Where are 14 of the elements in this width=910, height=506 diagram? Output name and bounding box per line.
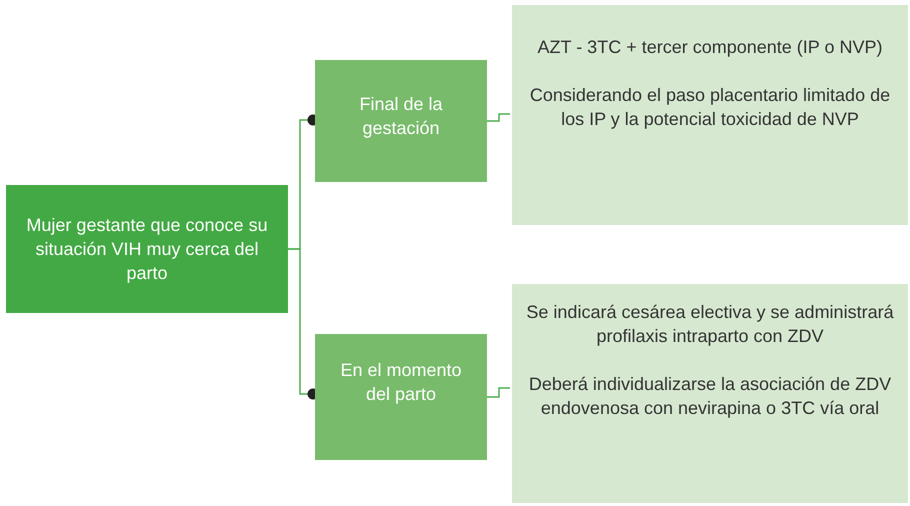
connector-line: [487, 387, 510, 398]
box-text: Final de la gestación: [358, 93, 444, 140]
text-box: [6, 185, 288, 313]
box-text: Considerando el paso placentario limitado de los IP y la potencial toxicidad de NVP: [528, 84, 892, 131]
text-box: [512, 284, 908, 503]
text-box: [512, 5, 908, 225]
box-text: En el momento del parto: [339, 359, 463, 406]
box-text: Deberá individualizarse la asociación de ZDV endovenosa con nevirapina o 3TC vía oral: [528, 373, 892, 420]
box-text: Mujer gestante que conoce su situación VIH muy cerca del parto: [25, 214, 269, 285]
box-text: AZT - 3TC + tercer componente (IP o NVP): [538, 36, 882, 59]
connector-line: [487, 113, 510, 122]
text-box: [315, 60, 487, 182]
box-text: Se indicará cesárea electiva y se administrará profilaxis intraparto con ZDV: [526, 301, 894, 348]
text-box: [315, 334, 487, 460]
